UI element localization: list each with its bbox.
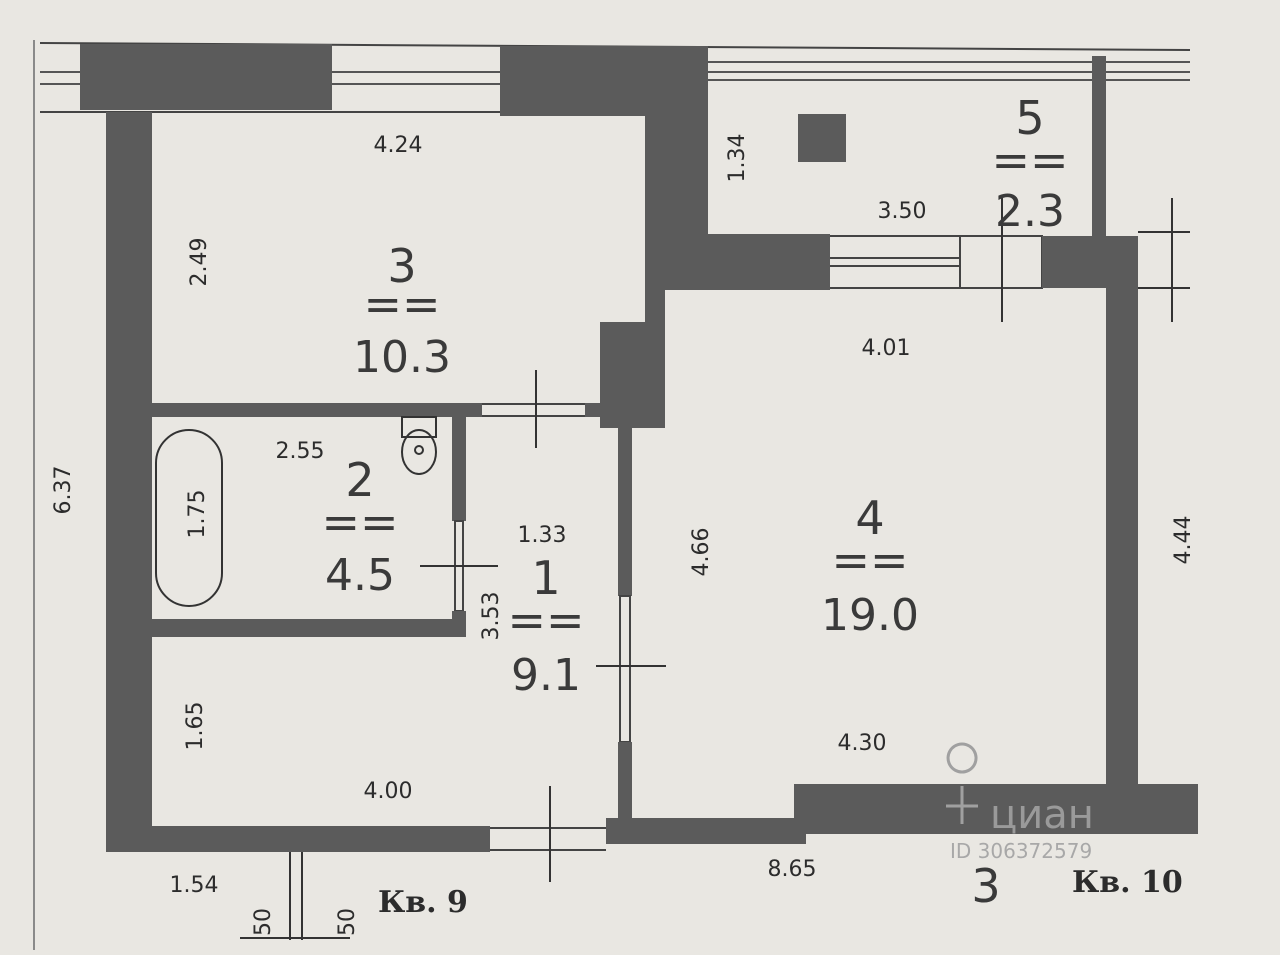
entry-marks [240, 852, 350, 940]
room-3-area: 10.3 [353, 332, 451, 383]
room-4-area: 19.0 [821, 590, 919, 641]
room-4-number: 4 [855, 491, 884, 545]
apartment-left-label: Кв. 9 [378, 885, 468, 920]
dim-room5-width: 3.50 [878, 199, 927, 224]
dim-room3-width: 4.24 [374, 133, 423, 158]
floor-mark: 3 [971, 859, 1000, 913]
toilet-fixture [401, 416, 437, 475]
room-2-area: 4.5 [325, 550, 395, 601]
left-wall [106, 112, 152, 852]
dim-hall-width: 4.00 [364, 779, 413, 804]
dim-room1-depth: 3.53 [479, 592, 504, 641]
dim-room4-width-bottom: 4.30 [838, 731, 887, 756]
watermark-logo-icon [946, 742, 978, 824]
dim-bath-length: 1.75 [185, 490, 210, 539]
axis-lines [420, 198, 1190, 882]
balcony-wall [708, 114, 1138, 290]
dim-overall-depth: 6.37 [51, 466, 76, 515]
room-1-area: 9.1 [511, 650, 581, 701]
bathtub-fixture [155, 429, 223, 607]
dim-entry-left: 50 [251, 908, 276, 936]
dim-room4-depth-right: 4.44 [1171, 516, 1196, 565]
room-4-equals: == [831, 533, 908, 587]
partition-bath [152, 417, 466, 637]
room-3-equals: == [363, 277, 440, 331]
room-5-equals: == [991, 133, 1068, 187]
room-1-number: 1 [531, 551, 560, 605]
watermark-id: ID 306372579 [950, 839, 1092, 863]
dim-entry-right: 50 [335, 908, 360, 936]
dim-room2-width: 2.55 [276, 439, 325, 464]
partition-room3 [152, 290, 665, 428]
room-2-number: 2 [345, 453, 374, 507]
dim-room5-depth: 1.34 [725, 134, 750, 183]
partition-room4 [618, 428, 632, 842]
room-5-area: 2.3 [995, 186, 1065, 237]
dim-entry-offset: 1.54 [170, 873, 219, 898]
room-1-equals: == [507, 593, 584, 647]
dim-overall-width: 8.65 [768, 857, 817, 882]
watermark: циан ID 306372579 [946, 742, 1094, 863]
room-5-number: 5 [1015, 91, 1044, 145]
watermark-brand: циан [990, 792, 1094, 838]
apartment-right-label: Кв. 10 [1072, 865, 1183, 900]
dim-hall-depth: 1.65 [183, 702, 208, 751]
right-wall [1106, 286, 1138, 784]
dim-room1-width: 1.33 [518, 523, 567, 548]
room-3-number: 3 [387, 239, 416, 293]
dim-room4-width-top: 4.01 [862, 336, 911, 361]
bottom-wall [152, 784, 1198, 852]
ventilation-shaft [798, 114, 846, 162]
room-2-equals: == [321, 495, 398, 549]
dim-room4-depth-left: 4.66 [689, 528, 714, 577]
dim-room3-depth: 2.49 [187, 238, 212, 287]
